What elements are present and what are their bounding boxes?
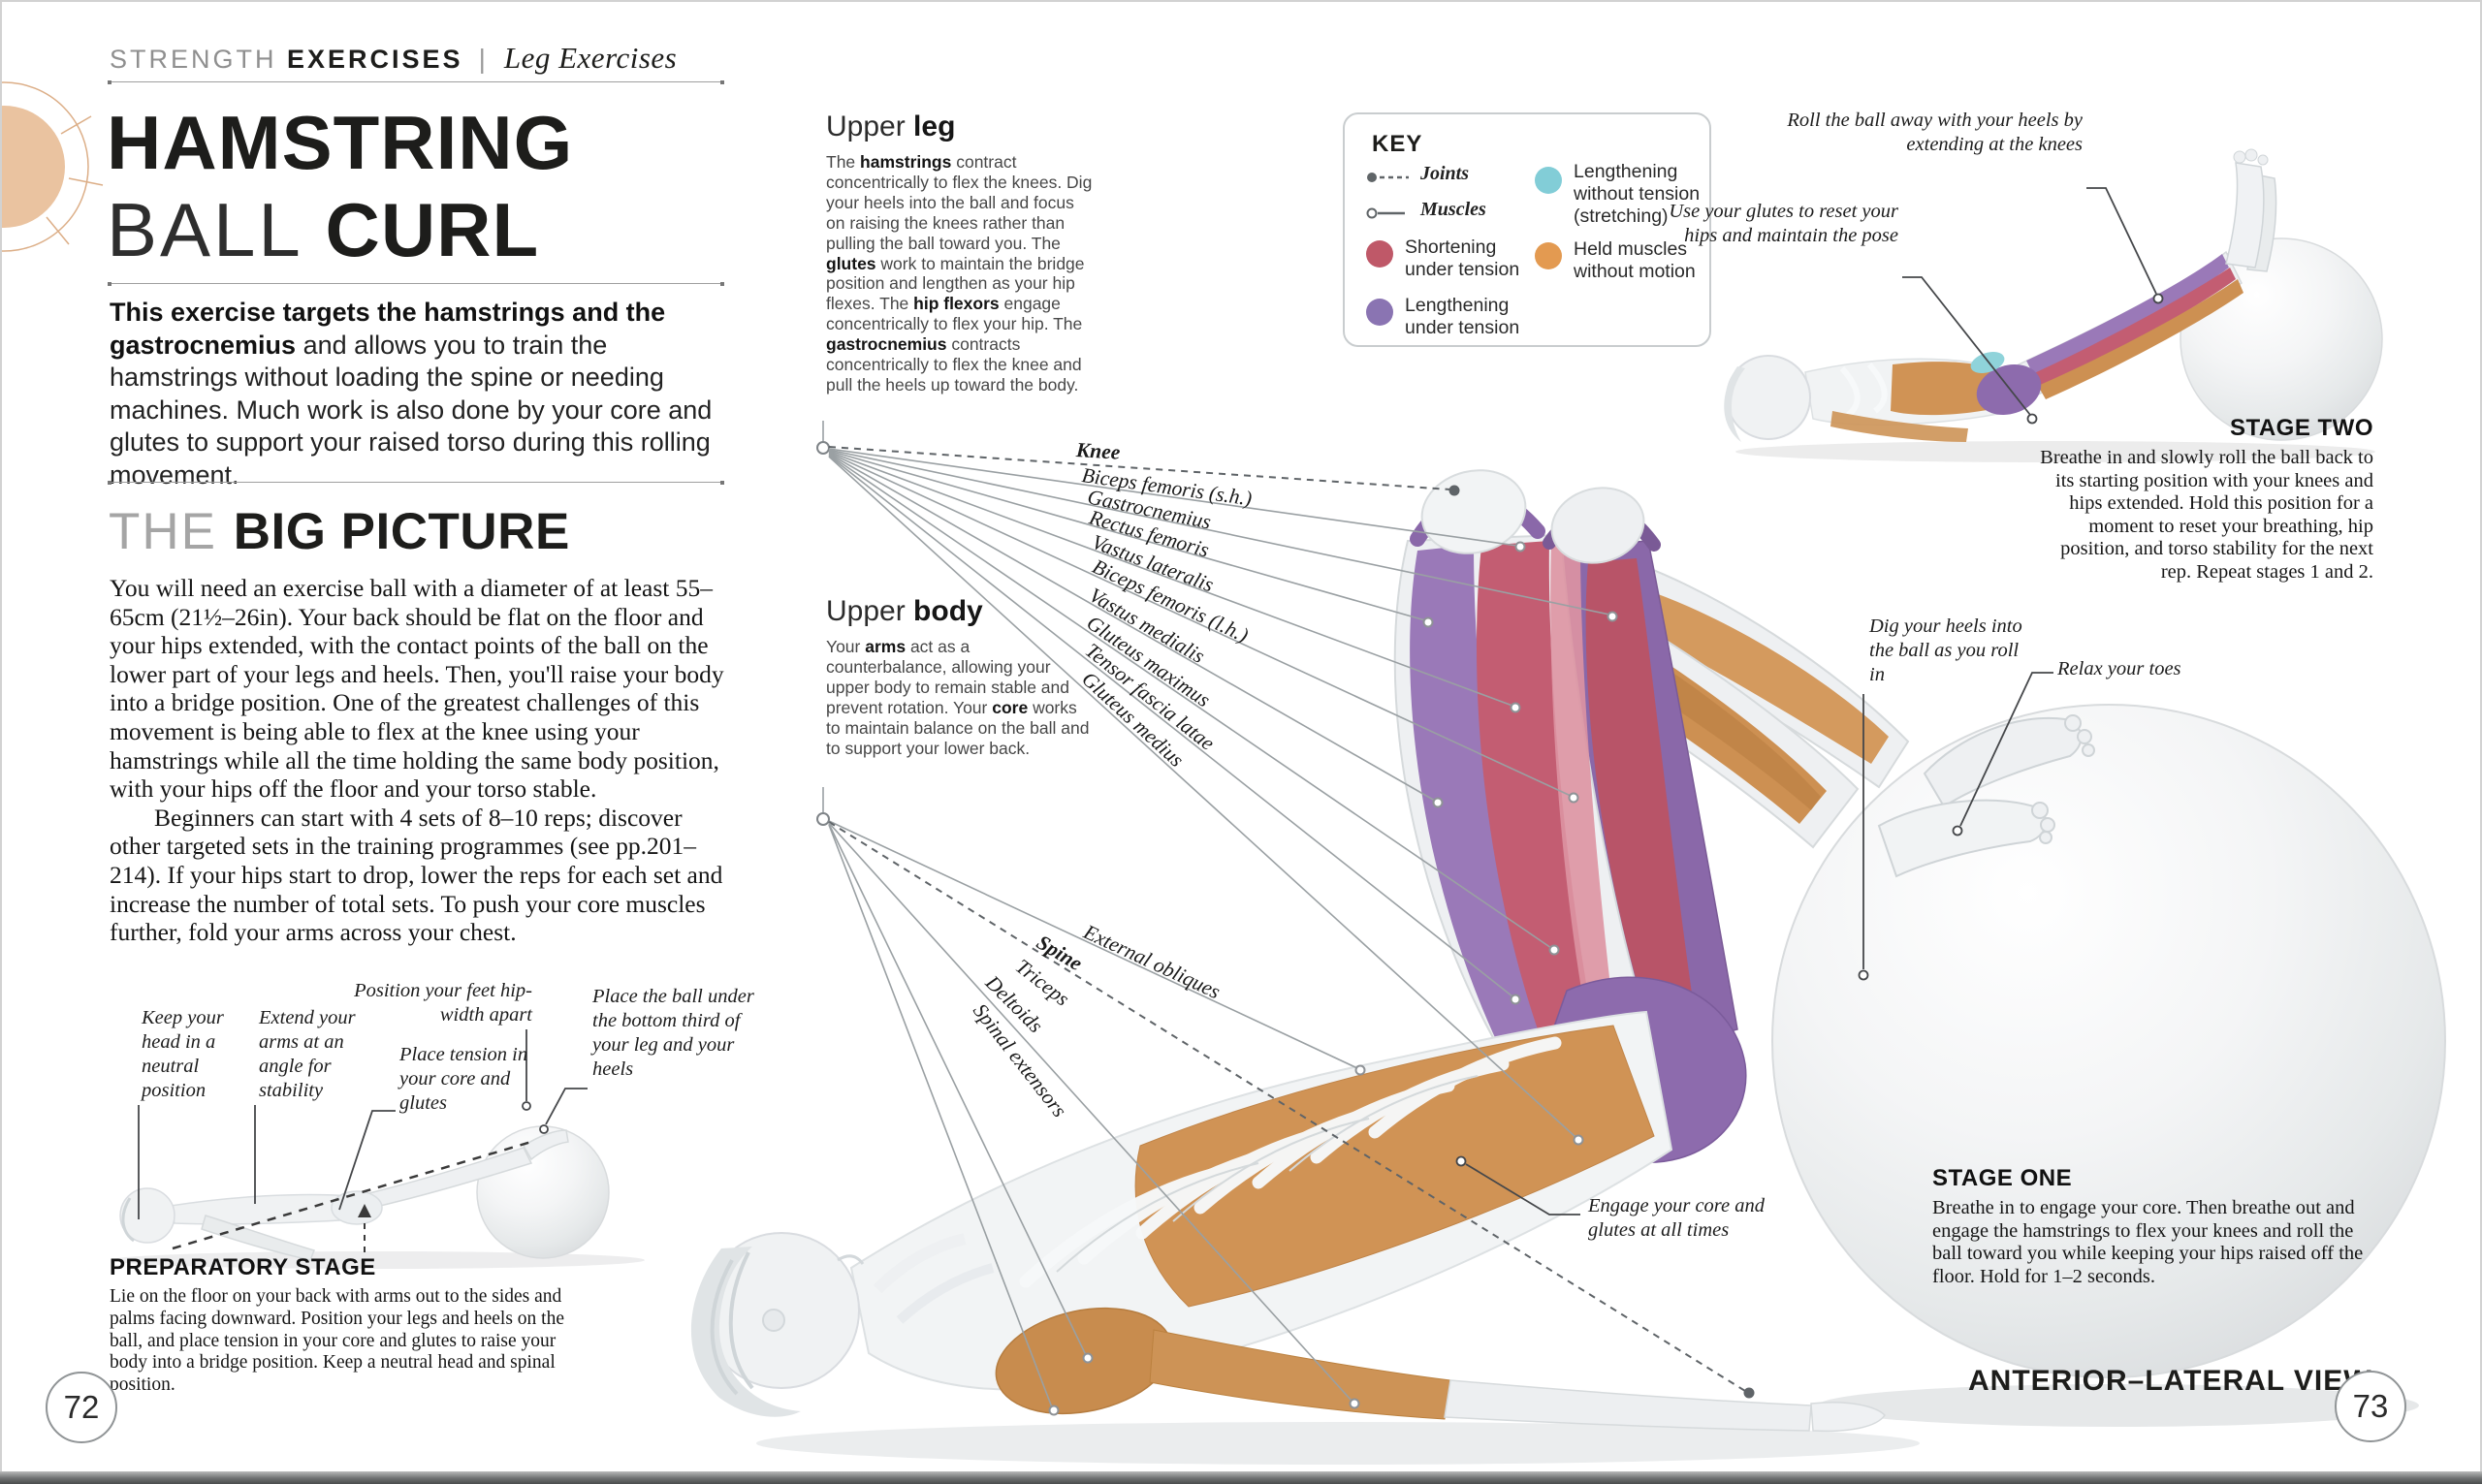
page-title: HAMSTRING BALL CURL (107, 99, 573, 273)
leader-lines-muscles (816, 421, 1618, 1146)
alignment-dashed-line (172, 1140, 532, 1250)
key-legend: KEY Joints Muscles Shortening under tens… (1343, 112, 1711, 347)
key-title: KEY (1372, 131, 1423, 157)
key-muscles-label: Muscles (1420, 199, 1486, 220)
page-edge-top (0, 0, 2482, 2)
big-picture-body: You will need an exercise ball with a di… (110, 574, 738, 947)
page-edge-right (2480, 0, 2482, 1484)
annotation-extend-arms: Extend your arms at an angle for stabili… (259, 1007, 356, 1101)
preparatory-stage-block: PREPARATORY STAGE Lie on the floor on yo… (110, 1254, 571, 1397)
thighs (1393, 469, 1738, 1070)
upper-leg-note: Upper leg The hamstrings contract concen… (826, 111, 1094, 395)
section-label-bold: EXERCISES (287, 45, 463, 74)
annotation-place-ball: Place the ball under the bottom third of… (592, 986, 754, 1080)
torso (849, 1010, 1673, 1391)
decorative-circle (0, 81, 104, 252)
muscle-label-external-obliques: External obliques (1080, 920, 1225, 1004)
stage-one-block: STAGE ONE Breathe in to engage your core… (1932, 1165, 2371, 1288)
title-line2-bold: CURL (325, 187, 540, 272)
leader-lines-torso (816, 787, 1755, 1416)
page-edge-bottom (0, 1471, 2482, 1484)
title-line1: HAMSTRING (107, 100, 574, 185)
subsection-label: Leg Exercises (503, 41, 678, 75)
annotation-dig-heels: Dig your heels into the ball as you roll… (1869, 616, 2022, 685)
upper-body-note: Upper body Your arms act as a counterbal… (826, 595, 1094, 758)
upper-body-heading: Upper body (826, 595, 983, 627)
title-line2: BALL CURL (107, 186, 573, 273)
page-number-right: 73 (2335, 1371, 2406, 1442)
stage-one-title: STAGE ONE (1932, 1165, 2073, 1191)
stage-two-title: STAGE TWO (2229, 415, 2373, 441)
muscles-symbol-icon (1366, 207, 1405, 219)
lower-legs (1454, 541, 1910, 849)
divider-rule (108, 481, 724, 485)
annotation-relax-toes: Relax your toes (2057, 658, 2181, 679)
key-label-stretching: Lengthening without tension (stretching) (1574, 161, 1701, 227)
lift-arrow (358, 1204, 371, 1217)
preparatory-stage-title: PREPARATORY STAGE (110, 1254, 376, 1280)
big-picture-heading-bold: BIG PICTURE (233, 503, 570, 560)
page-edge-left (0, 0, 2, 1484)
key-joints-label: Joints (1420, 163, 1470, 184)
feet (1877, 714, 2095, 878)
stage-two-body: Breathe in and slowly roll the ball back… (2040, 447, 2373, 583)
title-line2-light: BALL (107, 187, 303, 272)
figure-preparatory (111, 1125, 645, 1269)
upper-body-body: Your arms act as a counterbalance, allow… (826, 637, 1090, 758)
big-picture-heading: THE BIG PICTURE (109, 502, 570, 561)
exercise-ball-small-top (2180, 237, 2383, 441)
annotation-keep-head: Keep your head in a neutral position (142, 1007, 224, 1101)
key-dot-held (1535, 242, 1562, 269)
annotation-engage-core: Engage your core and glutes at all times (1588, 1195, 1765, 1241)
key-label-shortening: Shortening under tension (1405, 237, 1520, 280)
upper-leg-heading: Upper leg (826, 111, 956, 142)
annotation-place-tension: Place tension in your core and glutes (399, 1044, 528, 1114)
head (690, 1232, 865, 1417)
exercise-ball-small-bottom (476, 1125, 610, 1259)
key-label-held: Held muscles without motion (1574, 238, 1696, 282)
preparatory-stage-body: Lie on the floor on your back with arms … (110, 1286, 564, 1396)
annotation-position-feet: Position your feet hip-width apart (354, 980, 532, 1026)
glutes (1535, 976, 1747, 1163)
big-picture-para2: Beginners can start with 4 sets of 8–10 … (110, 803, 723, 947)
key-label-lengthening-tension: Lengthening under tension (1405, 295, 1520, 338)
page-number-left: 72 (46, 1372, 117, 1443)
divider-rule (108, 80, 724, 84)
divider-rule (108, 282, 724, 286)
key-dot-stretching (1535, 167, 1562, 194)
key-dot-shortening (1366, 240, 1393, 268)
joints-symbol-icon (1367, 173, 1409, 182)
big-picture-heading-light: THE (109, 503, 234, 560)
annotation-roll-ball: Roll the ball away with your heels by ex… (1787, 110, 2083, 155)
big-picture-para1: You will need an exercise ball with a di… (110, 574, 724, 804)
intro-paragraph: This exercise targets the hamstrings and… (110, 298, 713, 489)
arm (995, 1307, 1886, 1433)
stage-one-body: Breathe in to engage your core. Then bre… (1932, 1197, 2364, 1287)
annotation-use-glutes: Use your glutes to reset your hips and m… (1669, 201, 1898, 246)
breadcrumb-separator: | (478, 44, 489, 74)
view-label: ANTERIOR–LATERAL VIEW (1968, 1365, 2372, 1397)
breadcrumb: STRENGTH EXERCISES | Leg Exercises (110, 41, 677, 76)
muscle-label-knee: Knee (1075, 438, 1122, 464)
key-dot-lengthening-tension (1366, 299, 1393, 326)
upper-leg-body: The hamstrings contract concentrically t… (826, 152, 1093, 395)
stage-two-block: STAGE TWO Breathe in and slowly roll the… (2039, 415, 2373, 584)
section-label: STRENGTH (110, 45, 277, 74)
